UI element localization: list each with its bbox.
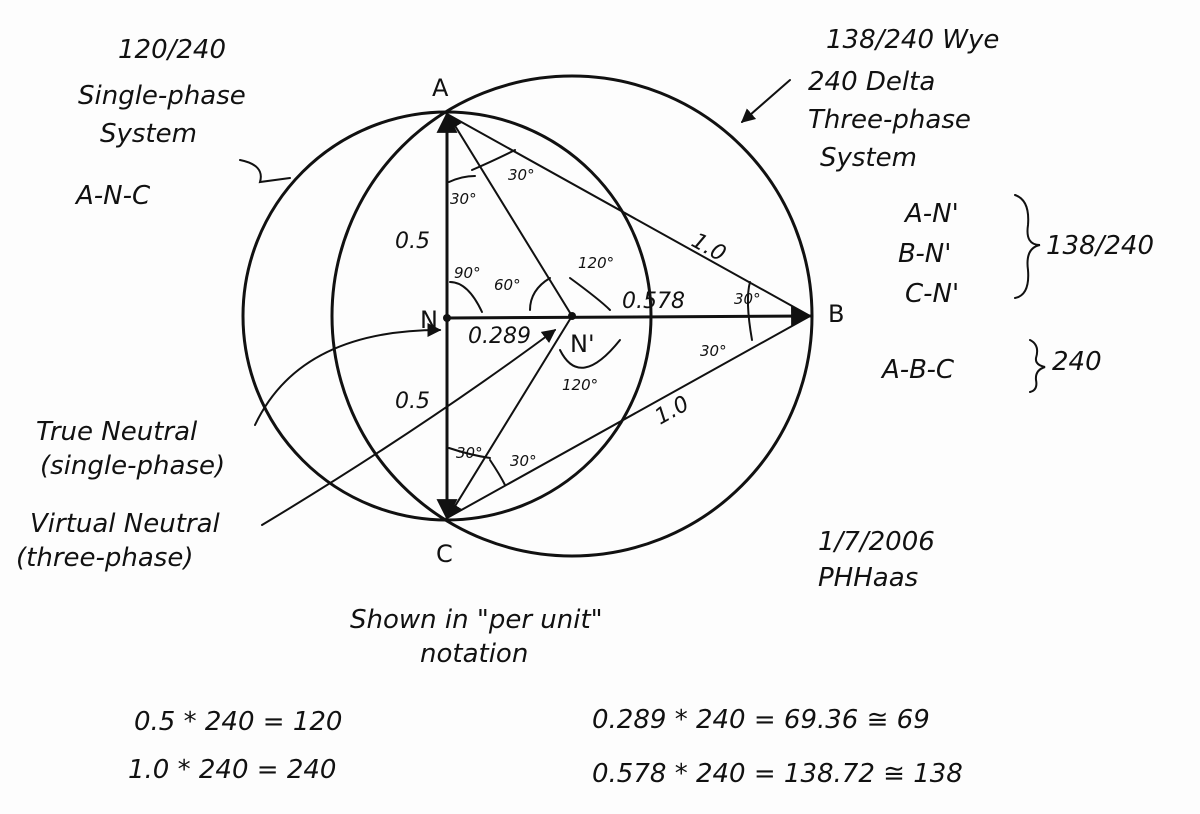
angle-n-90: 90°: [454, 264, 481, 282]
note-cn: C-N': [905, 279, 959, 309]
note-delta-voltage: 240: [1052, 347, 1102, 377]
vector-nprime-c: [448, 315, 573, 518]
angle-nprime-120-top: 120°: [578, 254, 614, 272]
angle-b-top: 30°: [734, 290, 761, 308]
note-an: A-N': [903, 199, 959, 229]
virtual-neutral-label: Virtual Neutral: [30, 509, 221, 539]
angle-arcs: [448, 149, 753, 486]
note-abc: A-B-C: [880, 355, 955, 385]
equation-2: 1.0 * 240 = 240: [128, 755, 336, 785]
label-b: B: [828, 300, 844, 328]
vector-n-b: [445, 305, 813, 327]
pointer-single-phase: [239, 159, 291, 184]
equation-1: 0.5 * 240 = 120: [134, 707, 342, 737]
equation-3: 0.289 * 240 = 69.36 ≅ 69: [592, 705, 930, 735]
signature-name: PHHaas: [818, 563, 918, 593]
value-nn-prime: 0.289: [468, 324, 531, 349]
caption-line2: notation: [420, 639, 528, 669]
note-wye-voltage: 138/240: [1046, 231, 1154, 261]
label-c: C: [436, 540, 453, 568]
signature-date: 1/7/2006: [818, 527, 935, 557]
line-c-b: [446, 315, 811, 519]
three-phase-wye: 138/240 Wye: [826, 25, 999, 55]
pointer-true-neutral: [254, 323, 442, 426]
value-an: 0.5: [395, 229, 430, 254]
angle-n-60: 60°: [494, 276, 521, 294]
angle-c-right: 30°: [510, 452, 537, 470]
equation-4: 0.578 * 240 = 138.72 ≅ 138: [592, 759, 963, 789]
pointer-three-phase: [740, 79, 791, 123]
label-n-prime: N': [570, 330, 595, 358]
point-n-prime: [568, 312, 576, 320]
brace-delta: [1029, 339, 1046, 393]
three-phase-delta: 240 Delta: [808, 67, 935, 97]
three-phase-label: Three-phase: [808, 105, 971, 135]
virtual-neutral-sub: (three-phase): [16, 543, 193, 573]
true-neutral-sub: (single-phase): [40, 451, 225, 481]
vector-nprime-a: [448, 114, 573, 317]
point-n: [443, 314, 451, 322]
label-a: A: [432, 74, 449, 102]
true-neutral-label: True Neutral: [36, 417, 198, 447]
note-bn: B-N': [898, 239, 951, 269]
single-phase-system: System: [100, 119, 197, 149]
value-nprime-b: 0.578: [622, 289, 685, 314]
pointer-virtual-neutral: [261, 329, 557, 526]
three-phase-system: System: [820, 143, 917, 173]
label-n: N: [420, 306, 438, 334]
angle-c-left: 30°: [456, 444, 483, 462]
angle-a-left: 30°: [450, 190, 477, 208]
brace-wye: [1014, 194, 1041, 299]
value-cb: 1.0: [651, 391, 694, 430]
value-nc: 0.5: [395, 389, 430, 414]
single-phase-label: Single-phase: [78, 81, 246, 111]
angle-b-bottom: 30°: [700, 342, 727, 360]
single-phase-anc: A-N-C: [74, 181, 151, 211]
single-phase-voltage: 120/240: [118, 35, 226, 65]
caption-line1: Shown in "per unit": [350, 605, 603, 635]
angle-a-right: 30°: [508, 166, 535, 184]
angle-nprime-120-bottom: 120°: [562, 376, 598, 394]
value-ab: 1.0: [687, 228, 730, 267]
